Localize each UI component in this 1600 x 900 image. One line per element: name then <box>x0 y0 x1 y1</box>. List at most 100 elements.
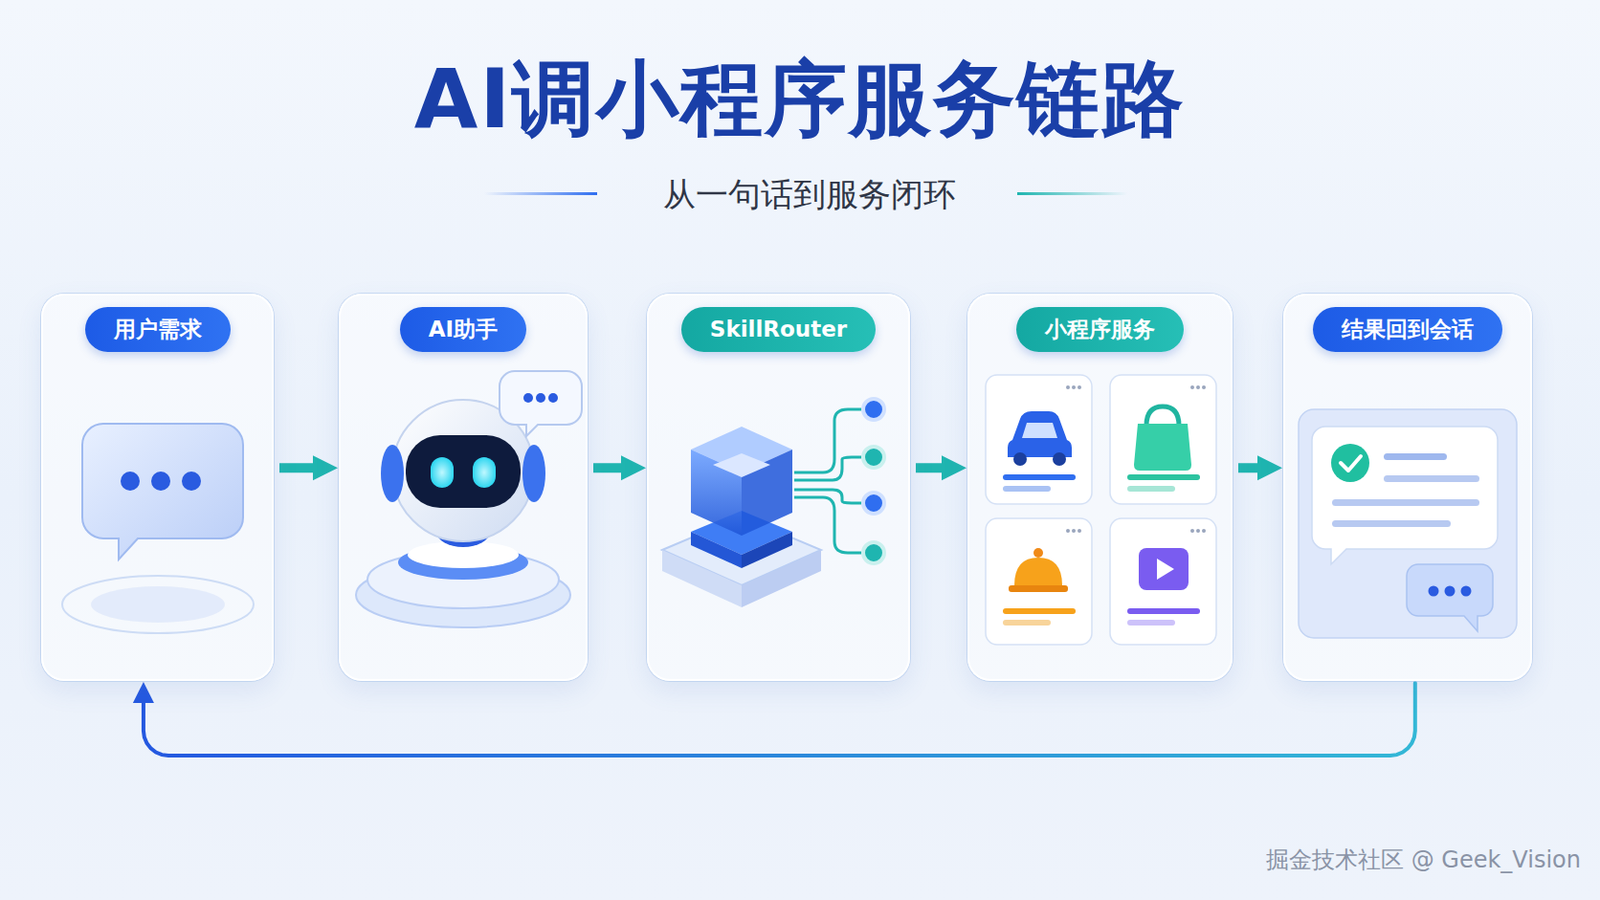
chat-bubble-icon <box>82 423 244 560</box>
service-tiles <box>1190 385 1195 390</box>
result-message-icon <box>1331 444 1370 483</box>
service-tiles <box>1190 529 1195 534</box>
router-cube-icon <box>794 497 862 554</box>
bell-icon <box>1033 548 1044 558</box>
chat-bubble-icon <box>62 423 254 634</box>
service-tiles <box>1071 385 1076 390</box>
router-cube-icon <box>712 453 771 478</box>
chat-bubble-icon <box>181 471 201 491</box>
bell-icon <box>1008 585 1068 593</box>
flow-arrow <box>915 463 955 473</box>
service-tiles <box>1002 608 1076 615</box>
service-tiles <box>1002 474 1076 481</box>
car-icon <box>1007 411 1072 467</box>
play-icon <box>1138 548 1189 591</box>
play-icon <box>1138 548 1189 591</box>
step-heading: SkillRouter <box>681 307 876 353</box>
car-icon <box>1022 422 1058 439</box>
service-tiles <box>1077 529 1082 534</box>
card-ground <box>338 293 588 682</box>
card-ground <box>1283 293 1533 682</box>
router-cube-icon <box>863 492 885 514</box>
step-heading: AI助手 <box>400 307 527 353</box>
car-icon <box>1007 411 1072 458</box>
bell-icon <box>1008 548 1068 593</box>
service-tiles <box>1127 474 1200 481</box>
router-cube-icon <box>863 542 885 564</box>
step-heading: 结果回到会话 <box>1312 307 1503 353</box>
result-message-icon <box>1298 409 1517 639</box>
router-cube-icon <box>863 446 885 468</box>
service-tiles <box>1201 385 1206 390</box>
process-card: 小程序服务 <box>967 293 1233 682</box>
router-cube-icon <box>794 409 862 554</box>
subtitle: 从一句话到服务闭环 <box>608 174 1011 216</box>
flow-arrow <box>593 463 634 473</box>
service-tiles <box>1127 608 1200 615</box>
process-card: SkillRouter <box>646 293 911 682</box>
result-message-icon <box>1444 586 1456 598</box>
card-ground <box>41 293 274 682</box>
result-message-icon <box>1332 499 1480 507</box>
result-message-icon <box>1461 586 1472 598</box>
result-message-icon <box>1383 453 1447 461</box>
watermark: 掘金技术社区 @ Geek_Vision <box>1234 845 1581 875</box>
result-message-icon <box>1340 456 1361 471</box>
result-message-icon <box>1406 564 1493 632</box>
router-cube-icon <box>690 532 742 569</box>
service-tiles <box>1002 486 1051 492</box>
car-icon <box>1052 452 1067 467</box>
card-ground <box>967 293 1233 682</box>
robot-icon <box>548 393 558 403</box>
service-tiles <box>1196 385 1200 390</box>
process-card: 用户需求 <box>41 293 274 682</box>
robot-icon <box>430 457 454 489</box>
robot-icon <box>472 457 496 489</box>
router-cube-icon <box>741 532 793 569</box>
router-cube-icon <box>662 399 885 608</box>
play-icon <box>1156 558 1175 580</box>
service-tiles <box>1071 529 1076 534</box>
bag-icon <box>1133 406 1192 471</box>
router-cube-icon <box>794 409 862 473</box>
service-tiles <box>985 375 1217 645</box>
car-icon <box>1013 452 1027 467</box>
flow-arrow <box>279 463 326 473</box>
flow-arrow <box>143 683 1416 756</box>
robot-icon <box>355 371 582 628</box>
service-tiles <box>1110 375 1217 505</box>
flow-arrow <box>1238 463 1270 473</box>
service-tiles <box>1066 529 1070 534</box>
card-ground <box>41 293 1533 682</box>
bag-icon <box>1146 406 1179 426</box>
chat-bubble-icon <box>151 471 171 491</box>
router-cube-icon <box>863 399 885 421</box>
robot-icon <box>523 393 534 403</box>
service-tiles <box>985 375 1092 505</box>
service-tiles <box>985 375 1217 645</box>
service-tiles <box>1066 385 1070 390</box>
service-tiles <box>1127 486 1176 492</box>
service-tiles <box>985 518 1092 645</box>
result-message-icon <box>1332 520 1451 528</box>
subtitle-rule <box>1017 192 1128 196</box>
service-tiles <box>1077 385 1082 390</box>
chat-bubble-icon <box>62 576 254 634</box>
bell-icon <box>1014 557 1063 586</box>
result-message-icon <box>1428 586 1440 598</box>
bag-icon <box>1133 423 1192 471</box>
service-tiles <box>1196 529 1200 534</box>
service-tiles <box>1066 385 1206 534</box>
robot-icon <box>405 435 521 509</box>
service-tiles <box>1002 620 1051 626</box>
robot-icon <box>522 444 546 503</box>
robot-icon <box>380 444 404 503</box>
result-message-icon <box>1298 409 1517 639</box>
chat-bubble-icon <box>120 471 140 491</box>
page-title: AI调小程序服务链路 <box>0 45 1600 152</box>
process-card: AI助手 <box>338 293 588 682</box>
process-card: 结果回到会话 <box>1283 293 1533 682</box>
step-heading: 用户需求 <box>85 307 231 353</box>
service-tiles <box>1201 529 1206 534</box>
